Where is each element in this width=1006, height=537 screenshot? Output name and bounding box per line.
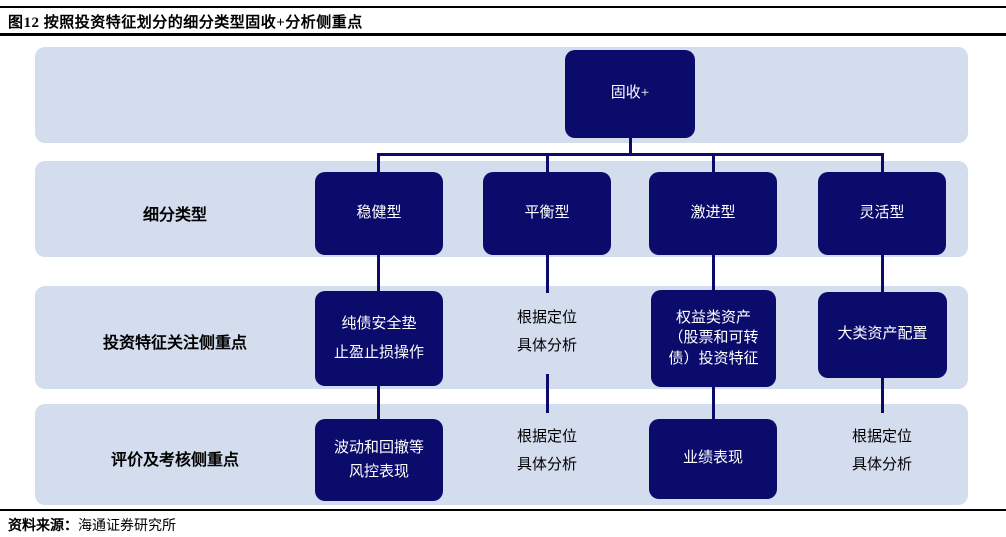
connector-type-feature-col2 bbox=[546, 254, 549, 293]
text-feature-balanced: 根据定位 具体分析 bbox=[516, 310, 577, 354]
source-line: 资料来源：海通证券研究所 bbox=[8, 515, 176, 535]
node-feature-flexible: 大类资产配置 bbox=[818, 292, 947, 378]
text-eval-flexible: 根据定位 具体分析 bbox=[851, 429, 912, 473]
node-type-aggressive: 激进型 bbox=[649, 172, 777, 255]
connector-horizontal bbox=[377, 153, 884, 156]
figure-title: 图12 按照投资特征划分的细分类型固收+分析侧重点 bbox=[8, 15, 363, 31]
band-root-row bbox=[35, 47, 968, 143]
node-type-stable: 稳健型 bbox=[315, 172, 443, 255]
node-guxu-plus: 固收+ bbox=[565, 50, 695, 138]
connector-root-down bbox=[629, 137, 632, 154]
band-evaluations-row bbox=[35, 404, 968, 505]
connector-feature-eval-col1 bbox=[377, 385, 380, 420]
source-value: 海通证券研究所 bbox=[78, 519, 176, 534]
node-type-balanced: 平衡型 bbox=[483, 172, 611, 255]
connector-stub-col4 bbox=[881, 153, 884, 173]
source-label: 资料来源： bbox=[8, 519, 78, 534]
connector-type-feature-col1 bbox=[377, 254, 380, 293]
node-eval-stable: 波动和回撤等 风控表现 bbox=[315, 419, 443, 501]
connector-feature-eval-col2 bbox=[546, 374, 549, 413]
row-label-features: 投资特征关注侧重点 bbox=[102, 335, 247, 352]
row-label-types: 细分类型 bbox=[142, 207, 207, 224]
node-type-flexible: 灵活型 bbox=[818, 172, 946, 255]
connector-stub-col2 bbox=[546, 153, 549, 173]
band-features-row bbox=[35, 286, 968, 389]
node-feature-aggressive: 权益类资产 （股票和可转 债）投资特征 bbox=[651, 290, 776, 387]
connector-feature-eval-col3 bbox=[712, 385, 715, 420]
node-feature-stable: 纯债安全垫 止盈止损操作 bbox=[315, 291, 443, 386]
text-eval-balanced: 根据定位 具体分析 bbox=[516, 429, 577, 473]
connector-type-feature-col3 bbox=[712, 254, 715, 293]
connector-type-feature-col4 bbox=[881, 254, 884, 293]
bottom-rule bbox=[0, 509, 1006, 511]
connector-stub-col1 bbox=[377, 153, 380, 173]
row-label-evaluations: 评价及考核侧重点 bbox=[110, 452, 239, 469]
connector-feature-eval-col4 bbox=[881, 377, 884, 413]
top-rule bbox=[0, 6, 1006, 8]
connector-stub-col3 bbox=[712, 153, 715, 173]
node-eval-aggressive: 业绩表现 bbox=[649, 419, 777, 499]
title-underline bbox=[0, 33, 1006, 36]
